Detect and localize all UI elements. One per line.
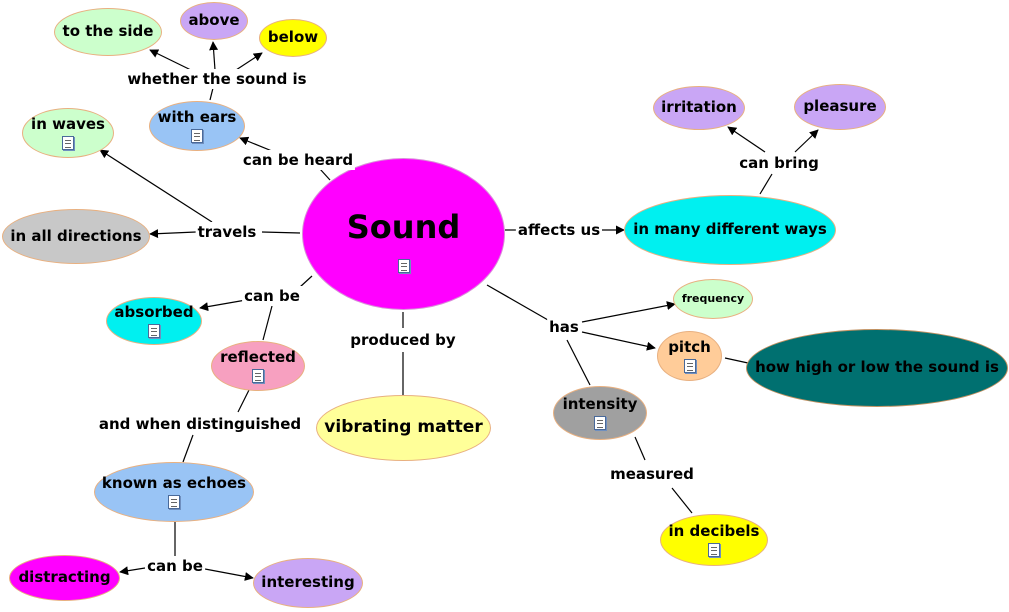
node-to-the-side-label: to the side — [62, 22, 154, 41]
node-frequency-label: frequency — [681, 291, 745, 305]
edge-sound-can-be — [299, 275, 313, 288]
edge-reflected-distinguished — [237, 387, 251, 413]
document-icon[interactable] — [397, 259, 410, 274]
edge-sound-travels — [261, 231, 301, 234]
edge-sound-has — [486, 284, 549, 321]
node-pitch[interactable]: pitch — [657, 331, 722, 381]
link-can-be: can be — [242, 286, 302, 306]
node-in-decibels[interactable]: in decibels — [660, 514, 768, 566]
document-icon[interactable] — [148, 324, 160, 339]
link-produced-by: produced by — [348, 330, 458, 350]
edge-pitch-how-high — [724, 357, 749, 364]
node-how-high-or-low-label: how high or low the sound is — [755, 358, 999, 377]
link-can-bring: can bring — [737, 153, 821, 173]
node-irritation[interactable]: irritation — [653, 86, 745, 130]
edge-has-pitch — [581, 331, 656, 351]
node-sound-label: Sound — [346, 207, 461, 246]
edge-whether-above — [209, 41, 219, 71]
link-measured: measured — [608, 464, 696, 484]
edge-can-be-interesting — [204, 568, 254, 581]
edge-can-be-absorbed — [199, 299, 247, 312]
node-in-many-different-ways[interactable]: in many different ways — [624, 195, 836, 265]
node-how-high-or-low[interactable]: how high or low the sound is — [746, 329, 1008, 407]
edge-has-frequency — [581, 301, 676, 323]
edge-travels-all-directions — [149, 229, 197, 239]
link-travels: travels — [195, 222, 259, 242]
document-icon[interactable] — [191, 129, 203, 144]
node-vibrating-matter[interactable]: vibrating matter — [316, 395, 491, 461]
link-affects-us: affects us — [515, 220, 603, 240]
node-pleasure[interactable]: pleasure — [794, 84, 886, 130]
node-in-waves[interactable]: in waves — [22, 108, 114, 158]
edge-whether-below — [235, 52, 263, 71]
node-known-as-echoes-label: known as echoes — [101, 473, 247, 492]
link-has: has — [547, 317, 581, 337]
node-intensity[interactable]: intensity — [553, 386, 647, 440]
edge-can-bring-irritation — [727, 126, 766, 153]
node-frequency[interactable]: frequency — [673, 279, 753, 319]
document-icon[interactable] — [683, 359, 696, 374]
node-reflected-label: reflected — [220, 347, 296, 366]
edge-whether-to-side — [149, 49, 196, 73]
node-absorbed[interactable]: absorbed — [106, 297, 202, 345]
node-in-decibels-label: in decibels — [668, 521, 760, 540]
document-icon[interactable] — [708, 543, 720, 558]
edge-can-bring-pleasure — [794, 129, 819, 153]
node-interesting[interactable]: interesting — [253, 558, 363, 608]
node-below[interactable]: below — [259, 19, 327, 57]
node-absorbed-label: absorbed — [114, 302, 194, 321]
document-icon[interactable] — [252, 369, 264, 384]
document-icon[interactable] — [594, 416, 606, 431]
node-in-all-directions[interactable]: in all directions — [2, 209, 150, 264]
node-pitch-label: pitch — [668, 337, 711, 356]
node-interesting-label: interesting — [261, 573, 355, 592]
link-can-be-echoes: can be — [145, 556, 205, 576]
node-distracting[interactable]: distracting — [9, 555, 120, 601]
edge-distinguished-echoes — [182, 434, 194, 463]
edge-can-be-reflected — [262, 305, 273, 341]
node-in-all-directions-label: in all directions — [10, 226, 142, 245]
node-below-label: below — [267, 28, 319, 47]
node-above-label: above — [188, 11, 240, 30]
edge-can-be-distracting — [119, 566, 146, 576]
edge-sound-can-be-heard — [319, 168, 331, 181]
node-in-many-different-ways-label: in many different ways — [633, 220, 827, 239]
edge-has-intensity — [566, 339, 591, 386]
node-in-waves-label: in waves — [31, 114, 105, 133]
edge-can-be-heard-with-ears — [239, 136, 273, 152]
node-reflected[interactable]: reflected — [211, 341, 305, 391]
node-irritation-label: irritation — [661, 98, 737, 117]
link-and-when-distinguished: and when distinguished — [96, 414, 304, 434]
node-pleasure-label: pleasure — [803, 97, 877, 116]
link-can-be-heard: can be heard — [240, 150, 356, 170]
edge-measured-decibels — [671, 487, 693, 514]
document-icon[interactable] — [62, 136, 74, 151]
node-known-as-echoes[interactable]: known as echoes — [94, 462, 254, 522]
link-whether-the-sound-is: whether the sound is — [125, 69, 309, 89]
edge-travels-in-waves — [99, 149, 213, 223]
node-intensity-label: intensity — [562, 394, 638, 413]
node-distracting-label: distracting — [18, 568, 111, 587]
node-sound[interactable]: Sound — [302, 158, 505, 310]
edge-with-ears-whether — [209, 87, 214, 101]
node-vibrating-matter-label: vibrating matter — [324, 417, 483, 438]
node-with-ears[interactable]: with ears — [149, 101, 245, 151]
node-above[interactable]: above — [180, 2, 248, 40]
edge-ways-can-bring — [759, 173, 773, 195]
document-icon[interactable] — [168, 495, 180, 510]
edge-intensity-measured — [634, 436, 646, 461]
node-to-the-side[interactable]: to the side — [54, 8, 162, 56]
node-with-ears-label: with ears — [157, 107, 237, 126]
